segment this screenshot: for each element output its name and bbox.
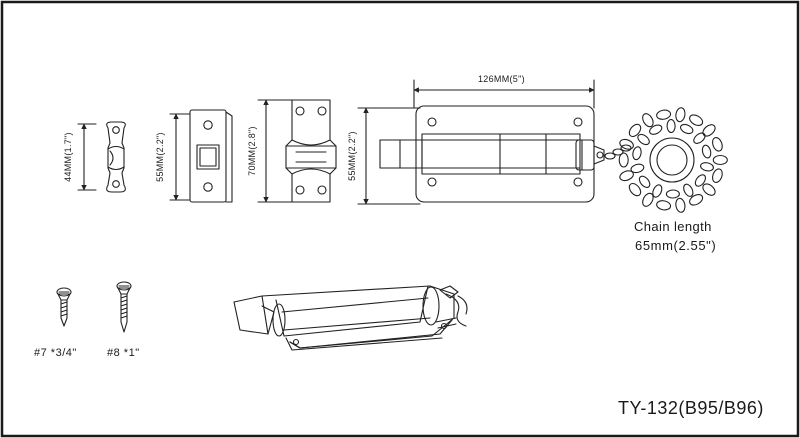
chain-link [642,113,654,128]
keeper-part [169,109,233,203]
bracket-part [257,99,337,203]
chain-inner-ring [656,144,688,176]
screw-7 [56,287,72,327]
chain-link [689,194,704,206]
chain-link [689,114,704,126]
chain-link [702,124,716,137]
keeper-height-label: 55MM(2.2") [155,132,165,182]
chain-link [612,148,624,156]
chain-link [700,162,714,172]
chain-link [638,175,651,188]
chain-link [630,163,645,174]
chain-link [656,200,672,211]
screw-8-label: #8 *1" [107,347,140,359]
chain-link [642,192,654,207]
chain-link [680,123,694,135]
chain-link [694,174,707,187]
chain-link [665,189,680,199]
screw-8 [116,281,132,333]
chain-link [711,136,723,152]
chain-link [656,109,672,120]
chain-link [712,154,728,166]
chain-inner-ring [649,137,695,183]
screw-7-label: #7 *3/4" [34,347,77,359]
chain-link [652,184,663,198]
chain-link [666,118,676,134]
strike-part [77,121,126,193]
chain-link [711,168,723,184]
chain-link [693,132,706,144]
barrel-bolt-part [357,79,605,205]
bolt-height-label: 55MM(2.2") [347,131,357,181]
chain-link [649,124,663,135]
chain-length-value: 65mm(2.55") [635,238,717,253]
bolt-width-label: 126MM(5") [478,74,525,84]
bracket-height-label: 70MM(2.8") [247,126,257,176]
chain-link [619,138,634,150]
chain-link [628,123,642,138]
perspective-view [233,285,468,351]
chain-link [701,144,712,159]
model-code: TY-132(B95/B96) [618,398,764,418]
chain-link [675,197,686,213]
chain-link [618,152,629,168]
chain-link [702,183,716,196]
chain-link [628,182,642,197]
strike-height-label: 44MM(1.7") [63,132,73,182]
chain-link [675,107,686,123]
chain-link [619,170,634,182]
chain-link [683,183,694,197]
chain-link [632,146,642,161]
chain-coil [604,107,728,213]
chain-length-label: Chain length [634,219,712,234]
chain-link [604,152,616,160]
chain-link [620,144,632,152]
chain-link [637,133,650,146]
